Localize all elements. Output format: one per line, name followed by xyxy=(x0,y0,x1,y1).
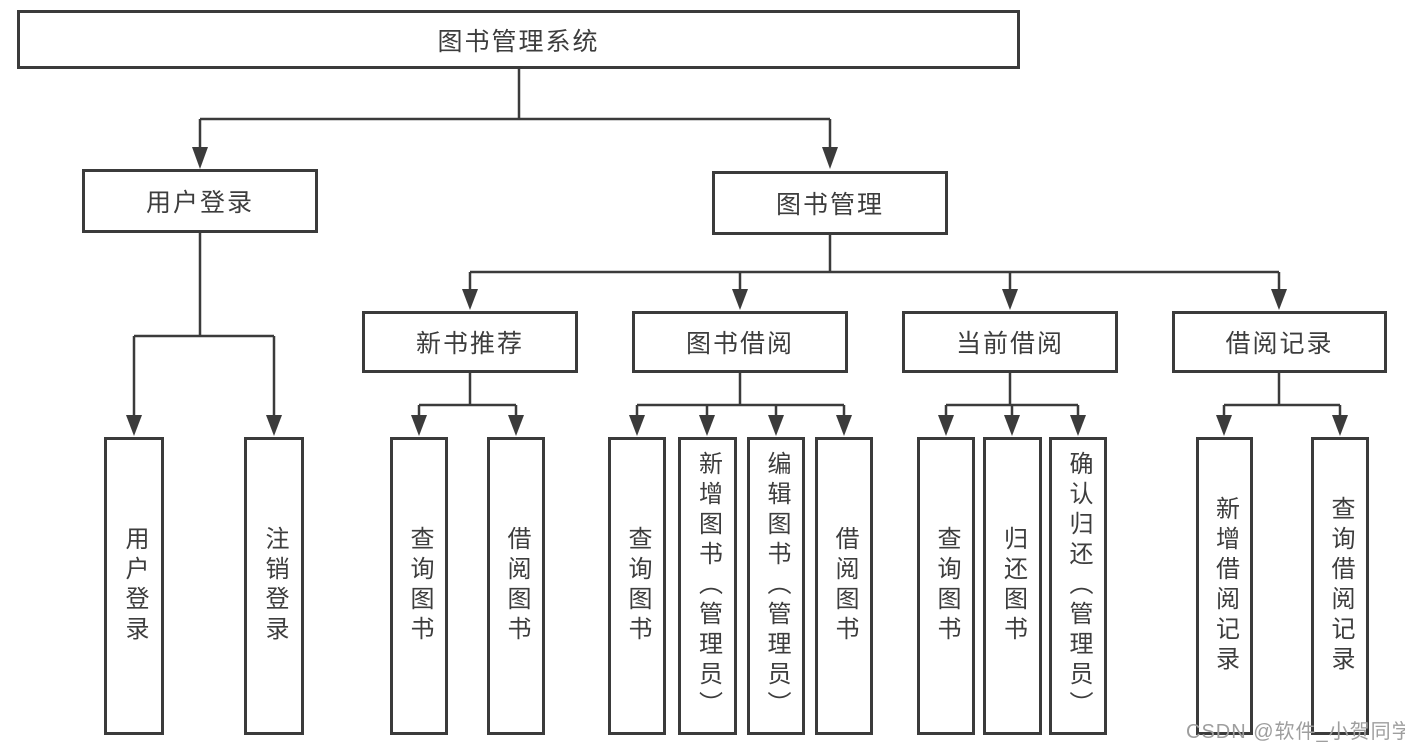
leaf-borrow-borrow-books: 借阅图书 xyxy=(815,437,873,735)
leaf-current-query-books-label: 查询图书 xyxy=(933,526,960,646)
node-current-borrow: 当前借阅 xyxy=(902,311,1118,373)
leaf-borrow-edit-books-admin: 编辑图书（管理员） xyxy=(747,437,805,735)
leaf-borrow-borrow-books-label: 借阅图书 xyxy=(831,526,858,646)
node-new-book-recommend: 新书推荐 xyxy=(362,311,578,373)
leaf-borrow-add-books-admin: 新增图书（管理员） xyxy=(678,437,737,735)
leaf-user-login-label: 用户登录 xyxy=(121,526,148,646)
leaf-current-confirm-return-admin-label: 确认归还（管理员） xyxy=(1065,451,1092,721)
leaf-borrow-query-books: 查询图书 xyxy=(608,437,666,735)
leaf-borrow-edit-books-admin-label: 编辑图书（管理员） xyxy=(763,451,790,721)
leaf-current-return-books-label: 归还图书 xyxy=(999,526,1027,646)
leaf-recommend-borrow-books: 借阅图书 xyxy=(487,437,545,735)
leaf-logout-label: 注销登录 xyxy=(261,526,288,646)
node-new-book-recommend-label: 新书推荐 xyxy=(415,330,524,358)
leaf-recommend-query-books-label: 查询图书 xyxy=(406,526,433,646)
node-current-borrow-label: 当前借阅 xyxy=(955,330,1064,358)
node-user-login-label: 用户登录 xyxy=(145,189,254,217)
leaf-borrow-add-books-admin-label: 新增图书（管理员） xyxy=(694,451,722,721)
leaf-record-query-record: 查询借阅记录 xyxy=(1311,437,1369,735)
leaf-record-query-record-label: 查询借阅记录 xyxy=(1327,496,1354,676)
node-book-borrow: 图书借阅 xyxy=(632,311,848,373)
leaf-logout: 注销登录 xyxy=(244,437,304,735)
node-borrow-record: 借阅记录 xyxy=(1172,311,1387,373)
leaf-record-add-record-label: 新增借阅记录 xyxy=(1211,496,1239,676)
arrowheads xyxy=(126,147,1348,436)
node-root-system: 图书管理系统 xyxy=(17,10,1020,69)
leaf-user-login: 用户登录 xyxy=(104,437,164,735)
leaf-current-confirm-return-admin: 确认归还（管理员） xyxy=(1049,437,1107,735)
leaf-record-add-record: 新增借阅记录 xyxy=(1196,437,1253,735)
leaf-recommend-borrow-books-label: 借阅图书 xyxy=(503,526,530,646)
leaf-borrow-query-books-label: 查询图书 xyxy=(624,526,651,646)
node-book-borrow-label: 图书借阅 xyxy=(685,330,794,358)
node-book-management: 图书管理 xyxy=(712,171,948,235)
node-root-label: 图书管理系统 xyxy=(437,27,600,56)
node-user-login: 用户登录 xyxy=(82,169,318,233)
csdn-watermark: CSDN @软件_小贺同学 xyxy=(1186,721,1405,743)
node-borrow-record-label: 借阅记录 xyxy=(1225,330,1334,358)
leaf-current-return-books: 归还图书 xyxy=(983,437,1042,735)
leaf-current-query-books: 查询图书 xyxy=(917,437,975,735)
leaf-recommend-query-books: 查询图书 xyxy=(390,437,448,735)
node-book-management-label: 图书管理 xyxy=(775,191,884,219)
